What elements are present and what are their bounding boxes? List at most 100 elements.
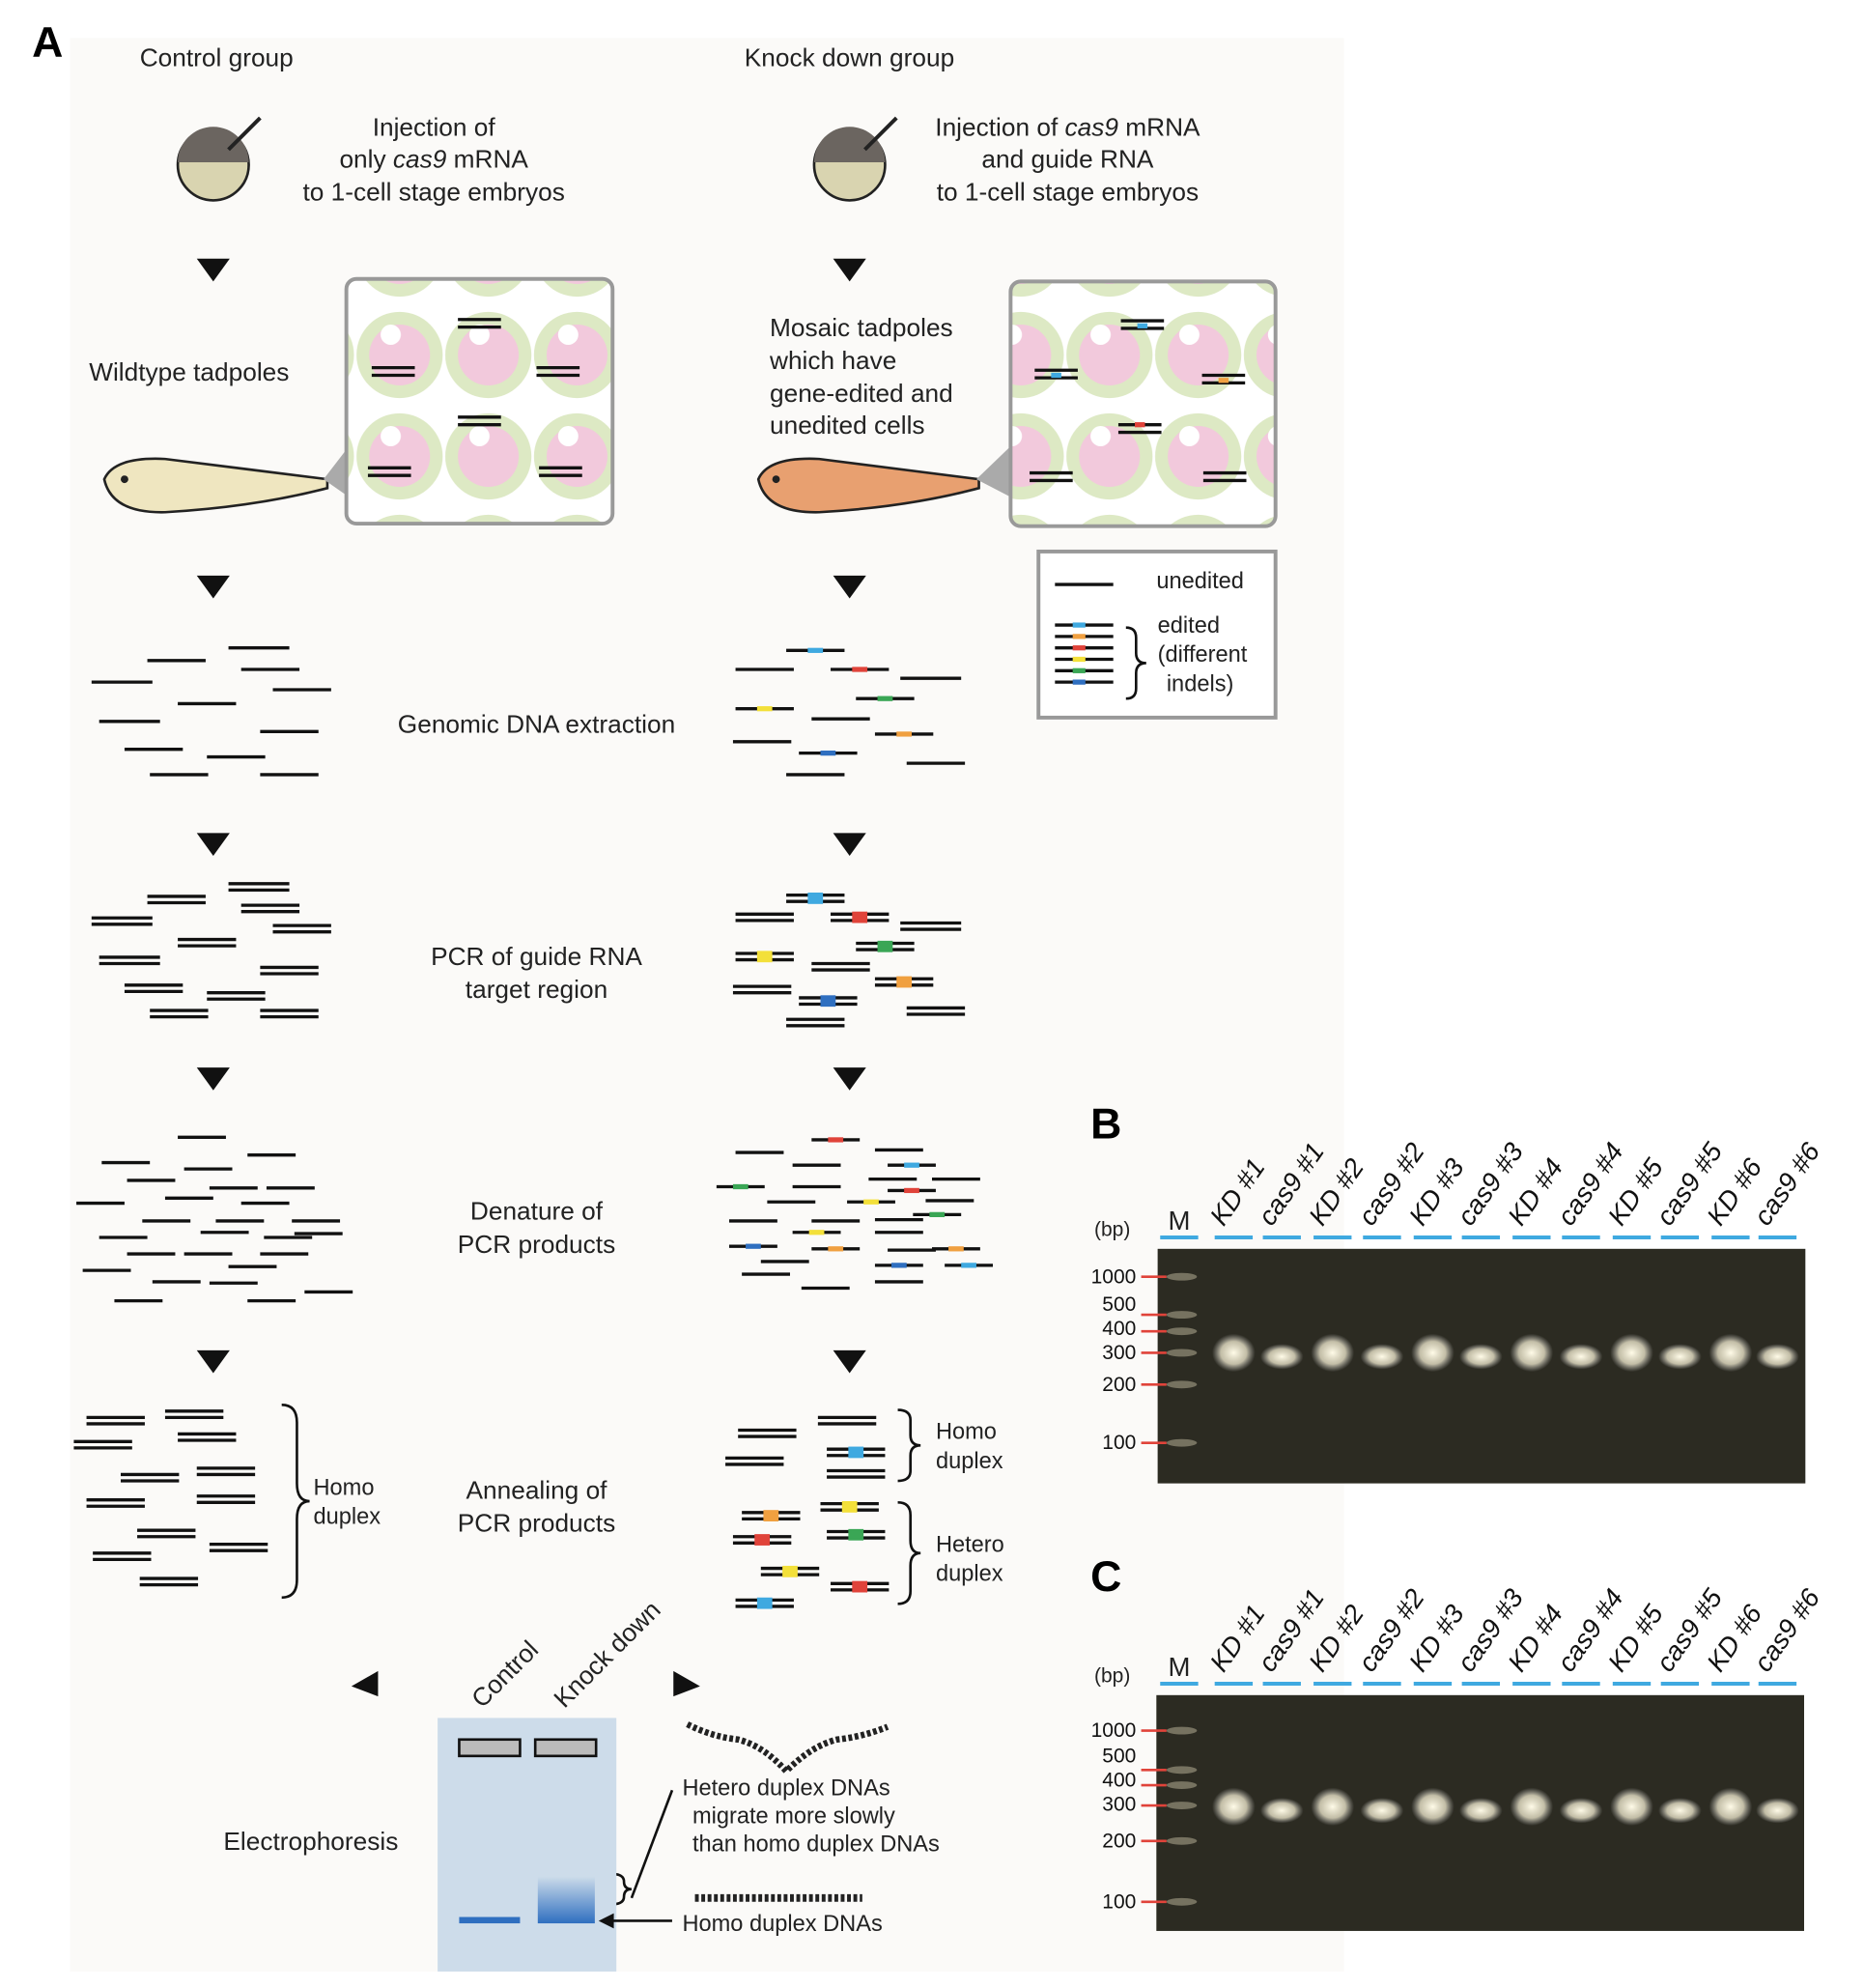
arrow-down-icon <box>196 575 230 599</box>
lane-label: cas9 #6 <box>1747 1137 1825 1231</box>
arrow-down-icon <box>196 258 230 282</box>
arrow-down-icon <box>833 1349 866 1374</box>
indel-mark <box>756 706 773 712</box>
panel-a-label: A <box>32 19 63 67</box>
gel-band <box>1459 1344 1503 1370</box>
svg-text:Mosaic tadpoles: Mosaic tadpoles <box>770 313 953 342</box>
ladder-label: 300 <box>1102 1342 1136 1364</box>
arrow-left-icon <box>351 1670 379 1697</box>
embryo-icon <box>812 116 898 202</box>
indel-mark <box>961 1263 976 1268</box>
svg-text:gene-edited and: gene-edited and <box>770 379 953 408</box>
ladder-label: 100 <box>1102 1432 1136 1454</box>
indel-mark <box>848 1446 864 1459</box>
control-cells-closeup <box>344 276 615 526</box>
gel-band <box>1311 1787 1355 1826</box>
ladder-band <box>1166 1726 1198 1735</box>
wildtype-tadpoles-label: Wildtype tadpoles <box>89 357 289 386</box>
ladder-band <box>1166 1272 1198 1281</box>
marker-lane-label: M <box>1168 1652 1190 1682</box>
ladder-label: 300 <box>1102 1793 1136 1815</box>
ladder-label: 200 <box>1102 1830 1136 1852</box>
kd-injection-line2: and guide RNA <box>981 144 1154 173</box>
indel-mark <box>807 647 824 653</box>
kd-homo-duplex-line2: duplex <box>936 1449 1003 1474</box>
indel-mark <box>828 1246 844 1252</box>
indel-mark <box>877 940 893 952</box>
svg-text:indels): indels) <box>1167 671 1234 696</box>
ladder-label: 400 <box>1102 1318 1136 1340</box>
indel-mark <box>896 731 912 737</box>
kd-tadpoles-label: Mosaic tadpoles which have gene-edited a… <box>769 313 953 440</box>
gel-band <box>1510 1333 1554 1373</box>
gel-band <box>1259 1798 1304 1824</box>
gel-band <box>1360 1344 1404 1370</box>
gel-band <box>1610 1333 1653 1373</box>
gel-band <box>1709 1787 1753 1826</box>
arrow-down-icon <box>833 575 866 599</box>
braces <box>281 1403 921 1906</box>
indel-mark <box>848 1528 864 1541</box>
arrow-down-icon <box>833 833 866 856</box>
indel-mark <box>852 667 868 672</box>
ladder-label: 100 <box>1102 1890 1136 1913</box>
svg-text:which have: which have <box>769 346 896 375</box>
indel-mark <box>1072 645 1086 651</box>
gel-band <box>1658 1798 1702 1824</box>
ladder-band <box>1166 1349 1198 1357</box>
control-homo-duplex-line2: duplex <box>314 1505 381 1530</box>
indel-mark <box>1135 422 1145 428</box>
indel-mark <box>763 1510 779 1521</box>
chromosome-marks <box>367 318 1247 483</box>
arrow-down-icon <box>833 1067 866 1091</box>
kd-hetero-duplex-line2: duplex <box>936 1562 1003 1587</box>
pointer-line <box>630 1789 674 1899</box>
indel-mark <box>756 951 773 963</box>
step-denature-line2: PCR products <box>458 1230 615 1259</box>
step-electrophoresis: Electrophoresis <box>223 1827 398 1856</box>
kd-hetero-duplex: Hetero <box>936 1533 1004 1558</box>
indel-mark <box>1072 667 1086 673</box>
svg-text:(different: (different <box>1158 642 1248 667</box>
ladder-label: 200 <box>1102 1374 1136 1396</box>
gel-band <box>1658 1344 1702 1370</box>
indel-mark <box>782 1565 798 1577</box>
gel-band <box>1756 1344 1799 1370</box>
gel-band <box>1709 1333 1753 1373</box>
knockdown-group-title: Knock down group <box>745 43 954 71</box>
indel-mark <box>904 1187 919 1194</box>
gel-band <box>1610 1787 1653 1826</box>
ladder-band <box>1166 1327 1198 1336</box>
embryo-icon <box>176 116 262 202</box>
control-injection-line2: only cas9 mRNA <box>339 144 528 173</box>
indel-mark <box>877 696 893 701</box>
ladder-band <box>1166 1897 1198 1906</box>
indel-mark <box>732 1183 748 1190</box>
indel-mark <box>807 893 824 904</box>
step-pcr: PCR of guide RNA <box>431 942 642 971</box>
arrow-down-icon <box>196 1349 230 1374</box>
indel-mark <box>841 1501 858 1513</box>
unit-label: (bp) <box>1094 1219 1130 1241</box>
indel-mark <box>754 1534 770 1546</box>
indel-mark <box>863 1199 879 1205</box>
gel-band <box>1559 1344 1603 1370</box>
homo-note: Homo duplex DNAs <box>682 1912 882 1937</box>
ladder-band <box>1166 1802 1198 1809</box>
dna-fragments <box>73 646 993 1609</box>
indel-mark <box>891 1263 907 1268</box>
gel-band <box>1311 1333 1355 1373</box>
control-injection-line1: Injection of <box>373 112 496 141</box>
indel-mark <box>746 1243 761 1249</box>
hetero-note: Hetero duplex DNAs <box>682 1776 890 1802</box>
control-group-title: Control group <box>140 43 294 71</box>
ladder-label: 500 <box>1102 1745 1136 1767</box>
indel-mark <box>904 1162 919 1168</box>
ladder-label: 1000 <box>1091 1265 1137 1288</box>
ladder-band <box>1166 1766 1198 1775</box>
ladder-band <box>1166 1836 1198 1845</box>
indel-mark <box>852 911 868 923</box>
indel-mark <box>1072 656 1086 663</box>
indel-mark <box>1072 634 1086 639</box>
